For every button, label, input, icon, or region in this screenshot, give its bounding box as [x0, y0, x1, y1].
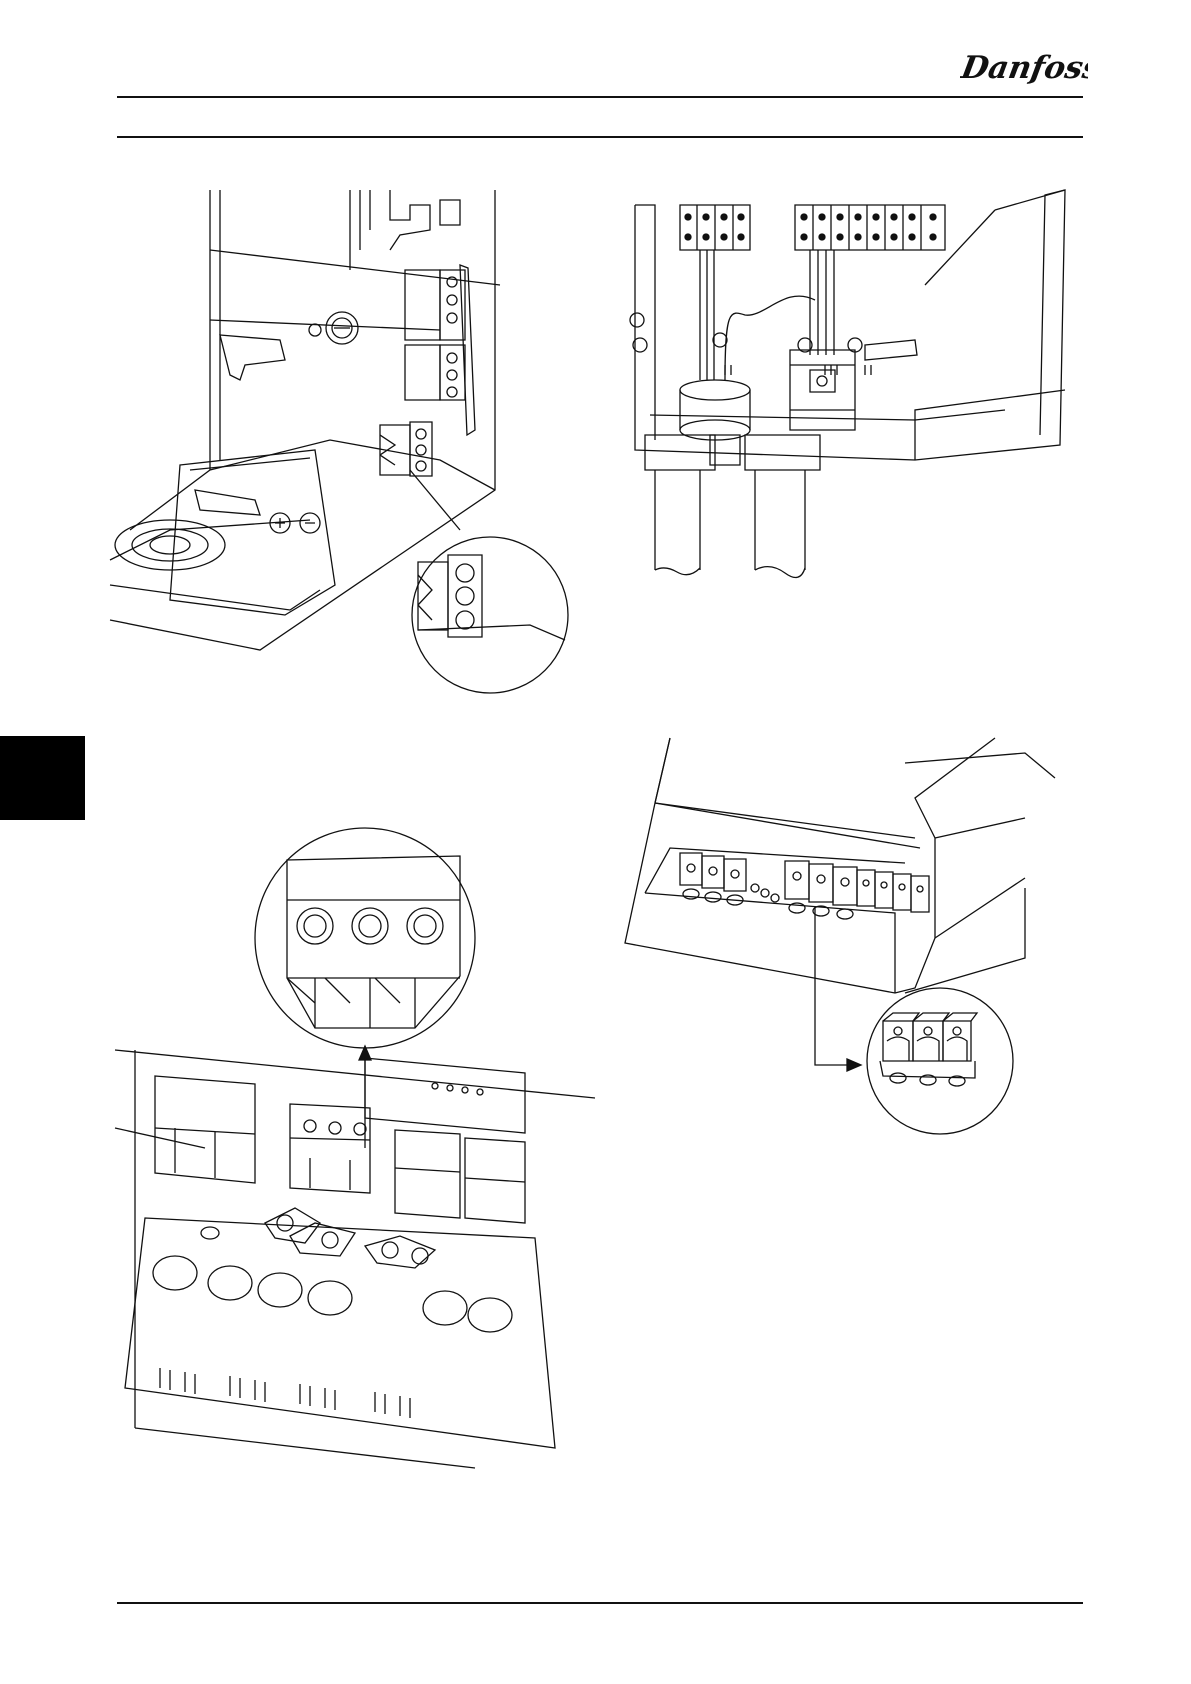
figure-cable-entry-glands	[625, 190, 1065, 620]
header-rule-bottom	[117, 136, 1083, 138]
figure-relay-terminals-detail	[625, 738, 1065, 1238]
header-rule-top	[117, 96, 1083, 98]
logo-wordmark: Danfoss	[960, 50, 1088, 86]
footer-rule	[117, 1602, 1083, 1604]
figure-enclosure-terminals	[110, 190, 580, 750]
danfoss-logo: Danfoss	[960, 44, 1088, 88]
chapter-side-tab	[0, 736, 85, 820]
figure-terminal-block-detail	[115, 828, 585, 1528]
